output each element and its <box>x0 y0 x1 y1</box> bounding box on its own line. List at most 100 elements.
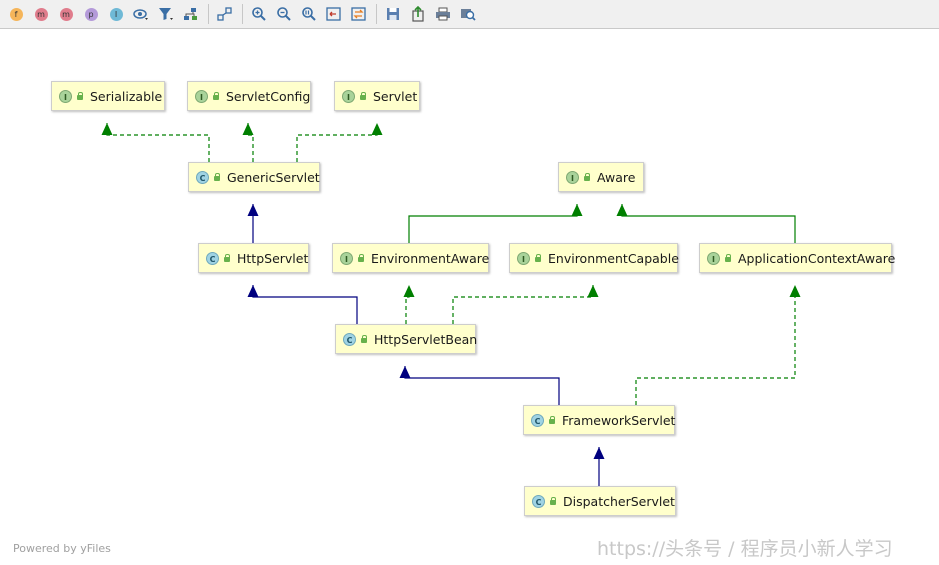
print-button[interactable] <box>433 4 453 24</box>
node-environmentaware[interactable]: I EnvironmentAware <box>332 243 489 273</box>
arrowhead <box>616 204 628 216</box>
node-servletconfig[interactable]: I ServletConfig <box>187 81 311 111</box>
arrowhead <box>403 285 415 297</box>
public-lock-icon <box>357 254 365 262</box>
interface-icon: I <box>566 170 579 184</box>
node-applicationcontextaware[interactable]: I ApplicationContextAware <box>699 243 896 273</box>
edge-genericservlet-to-serializable <box>101 123 210 162</box>
eye-icon <box>133 9 148 20</box>
actual-size-button[interactable] <box>299 4 319 24</box>
fit-content-button[interactable] <box>324 4 344 24</box>
arrowhead <box>247 204 259 216</box>
printer-icon <box>436 7 450 21</box>
save-button[interactable] <box>383 4 403 24</box>
public-lock-icon <box>548 416 556 424</box>
public-lock-icon <box>359 92 367 100</box>
node-label: EnvironmentAware <box>371 250 490 266</box>
edge-layer <box>101 123 801 486</box>
node-dispatcherservlet[interactable]: C DispatcherServlet <box>524 486 676 516</box>
watermark: https://头条号 / 程序员小新人学习 <box>597 538 893 560</box>
node-label: Serializable <box>90 88 163 104</box>
node-aware[interactable]: I Aware <box>558 162 644 192</box>
properties-filter-button[interactable]: p <box>81 4 101 24</box>
export-icon <box>412 6 424 22</box>
node-label: DispatcherServlet <box>563 493 675 509</box>
edge-dispatcherservlet-to-frameworkservlet <box>593 447 605 486</box>
node-label: HttpServletBean <box>374 331 478 347</box>
arrowhead <box>593 447 605 459</box>
public-lock-icon <box>76 92 84 100</box>
public-lock-icon <box>534 254 542 262</box>
inherited-methods-button[interactable]: m <box>31 4 51 24</box>
export-button[interactable] <box>408 4 428 24</box>
node-label: ApplicationContextAware <box>738 250 896 266</box>
layout-tree-icon <box>184 8 197 20</box>
inner-classes-icon: I <box>109 7 123 21</box>
edge-applicationcontextaware-to-aware <box>616 204 796 243</box>
toolbar-separator <box>208 4 209 24</box>
inherited-methods-icon: m <box>34 7 48 21</box>
node-httpservletbean[interactable]: C HttpServletBean <box>335 324 478 354</box>
class-icon: C <box>531 413 544 427</box>
diagram-toolbar: f m m p I <box>0 0 939 29</box>
arrowhead <box>101 123 113 135</box>
funnel-icon <box>159 8 173 20</box>
filter-button[interactable] <box>156 4 176 24</box>
zoom-in-button[interactable] <box>249 4 269 24</box>
arrowhead <box>247 285 259 297</box>
visibility-button[interactable] <box>131 4 151 24</box>
public-lock-icon <box>549 497 557 505</box>
arrowhead <box>789 285 801 297</box>
node-environmentcapable[interactable]: I EnvironmentCapable <box>509 243 679 273</box>
layout-button[interactable] <box>181 4 201 24</box>
toolbar-separator <box>242 4 243 24</box>
node-serializable[interactable]: I Serializable <box>51 81 165 111</box>
interface-icon: I <box>59 89 72 103</box>
edge-frameworkservlet-to-applicationcontextaware <box>635 285 801 405</box>
node-label: GenericServlet <box>227 169 320 185</box>
save-icon <box>387 8 399 20</box>
public-lock-icon <box>213 173 221 181</box>
public-lock-icon <box>223 254 231 262</box>
edge-environmentaware-to-aware <box>408 204 583 243</box>
layout-arrows-icon <box>217 7 232 21</box>
edge-genericservlet-to-servlet <box>296 123 383 162</box>
apply-layout-button[interactable] <box>215 4 235 24</box>
diagram-canvas[interactable]: I Serializable I ServletConfig I Servlet… <box>0 29 939 565</box>
interface-icon: I <box>707 251 720 265</box>
interface-icon: I <box>517 251 530 265</box>
edge-httpservletbean-to-environmentaware <box>403 285 415 324</box>
print-preview-button[interactable] <box>458 4 478 24</box>
node-servlet[interactable]: I Servlet <box>334 81 420 111</box>
refresh-icon <box>351 7 366 21</box>
fit-content-icon <box>326 7 341 21</box>
fields-filter-button[interactable]: f <box>6 4 26 24</box>
class-icon: C <box>532 494 545 508</box>
node-label: EnvironmentCapable <box>548 250 679 266</box>
node-httpservlet[interactable]: C HttpServlet <box>198 243 309 273</box>
arrowhead <box>371 123 383 135</box>
edge-genericservlet-to-servletconfig <box>242 123 254 162</box>
interface-icon: I <box>195 89 208 103</box>
edge-httpservletbean-to-httpservlet <box>247 285 358 324</box>
arrowhead <box>587 285 599 297</box>
node-genericservlet[interactable]: C GenericServlet <box>188 162 320 192</box>
toolbar-separator <box>376 4 377 24</box>
public-lock-icon <box>212 92 220 100</box>
refresh-button[interactable] <box>349 4 369 24</box>
class-icon: C <box>196 170 209 184</box>
public-lock-icon <box>583 173 591 181</box>
class-icon: C <box>206 251 219 265</box>
node-label: HttpServlet <box>237 250 309 266</box>
arrowhead <box>399 366 411 378</box>
node-frameworkservlet[interactable]: C FrameworkServlet <box>523 405 675 435</box>
public-lock-icon <box>360 335 368 343</box>
zoom-out-button[interactable] <box>274 4 294 24</box>
public-lock-icon <box>724 254 732 262</box>
fields-filter-icon: f <box>9 7 23 21</box>
node-label: ServletConfig <box>226 88 311 104</box>
inner-classes-button[interactable]: I <box>106 4 126 24</box>
class-icon: C <box>343 332 356 346</box>
edge-httpservlet-to-genericservlet <box>247 204 259 243</box>
methods-filter-button[interactable]: m <box>56 4 76 24</box>
